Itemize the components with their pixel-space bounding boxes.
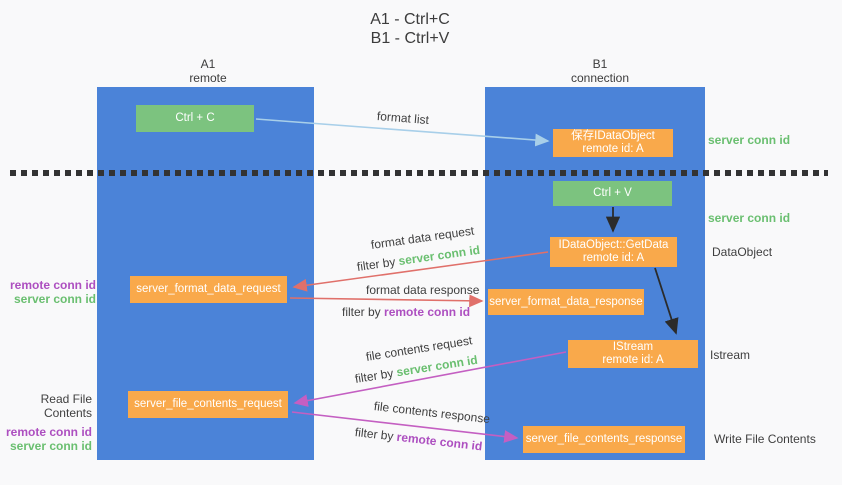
node-save-dataobject: 保存IDataObject remote id: A [553,129,673,157]
annotation-server-conn-id-top: server conn id [708,133,791,147]
node-server-file-contents-response: server_file_contents_response [523,426,685,453]
annotation-write-file-contents: Write File Contents [714,432,816,446]
node-file-response-label: server_file_contents_response [525,433,683,445]
filter-by-prefix: filter by [353,366,395,386]
filter-by-prefix: filter by [354,425,395,444]
node-file-request-label: server_file_contents_request [134,398,282,410]
annotation-read-file-contents: Read File Contents [40,392,92,420]
node-save-dataobject-line1: 保存IDataObject [571,130,655,142]
dashed-separator [10,170,828,176]
flow-label-file-response-filter: filter by remote conn id [354,425,483,453]
flow-label-format-response-filter: filter by remote conn id [342,305,470,319]
flow-label-file-contents-response: file contents response [373,399,491,427]
filter-by-prefix: filter by [342,305,381,319]
lane-b1-name: B1 [592,57,608,71]
annotation-dataobject: DataObject [712,245,773,259]
arrow-format-data-response [289,294,484,308]
filter-remote-conn-id: remote conn id [384,305,471,319]
annotation-read-file-block: Read File Contents remote conn id server… [2,392,92,453]
node-ctrl-c-label: Ctrl + C [175,112,215,124]
annotation-istream: Istream [710,348,751,362]
filter-by-prefix: filter by [356,254,397,274]
title-line-1: A1 - Ctrl+C [370,11,450,28]
node-save-dataobject-line2: remote id: A [582,143,644,155]
diagram-title: A1 - Ctrl+C B1 - Ctrl+V [330,10,490,48]
annotation-remote-conn-id-file: remote conn id [5,425,92,439]
node-server-file-contents-request: server_file_contents_request [128,391,288,418]
title-line-2: B1 - Ctrl+V [370,30,450,47]
filter-remote-conn-id: remote conn id [395,429,484,454]
node-getdata-line2: remote id: A [582,252,645,264]
annotation-server-conn-id-format: server conn id [13,292,96,306]
flow-label-format-data-response: format data response [366,283,480,297]
node-format-response-label: server_format_data_response [489,295,643,308]
annotation-server-conn-id-mid: server conn id [708,211,791,225]
node-idataobject-getdata: IDataObject::GetData remote id: A [550,237,677,267]
lane-a1-subtitle: remote [189,71,227,85]
node-format-request-label: server_format_data_request [136,283,281,295]
annotation-remote-conn-id-format: remote conn id [9,278,96,292]
flow-label-format-list: format list [376,109,430,128]
node-server-format-data-response: server_format_data_response [488,289,644,315]
annotation-format-conn-ids: remote conn id server conn id [2,278,96,306]
node-ctrl-c: Ctrl + C [136,105,254,132]
lane-a1-name: A1 [200,57,216,71]
node-istream-line2: remote id: A [602,354,664,366]
filter-server-conn-id: server conn id [397,242,481,269]
node-ctrl-v: Ctrl + V [553,181,672,206]
node-ctrl-v-label: Ctrl + V [593,187,632,199]
lane-header-b1: B1 connection [545,57,655,85]
node-server-format-data-request: server_format_data_request [130,276,287,303]
annotation-server-conn-id-file: server conn id [9,439,92,453]
node-getdata-line1: IDataObject::GetData [558,239,669,251]
lane-header-a1: A1 remote [153,57,263,85]
node-istream: IStream remote id: A [568,340,698,368]
node-istream-line1: IStream [612,341,654,353]
lane-b1-subtitle: connection [570,71,630,85]
